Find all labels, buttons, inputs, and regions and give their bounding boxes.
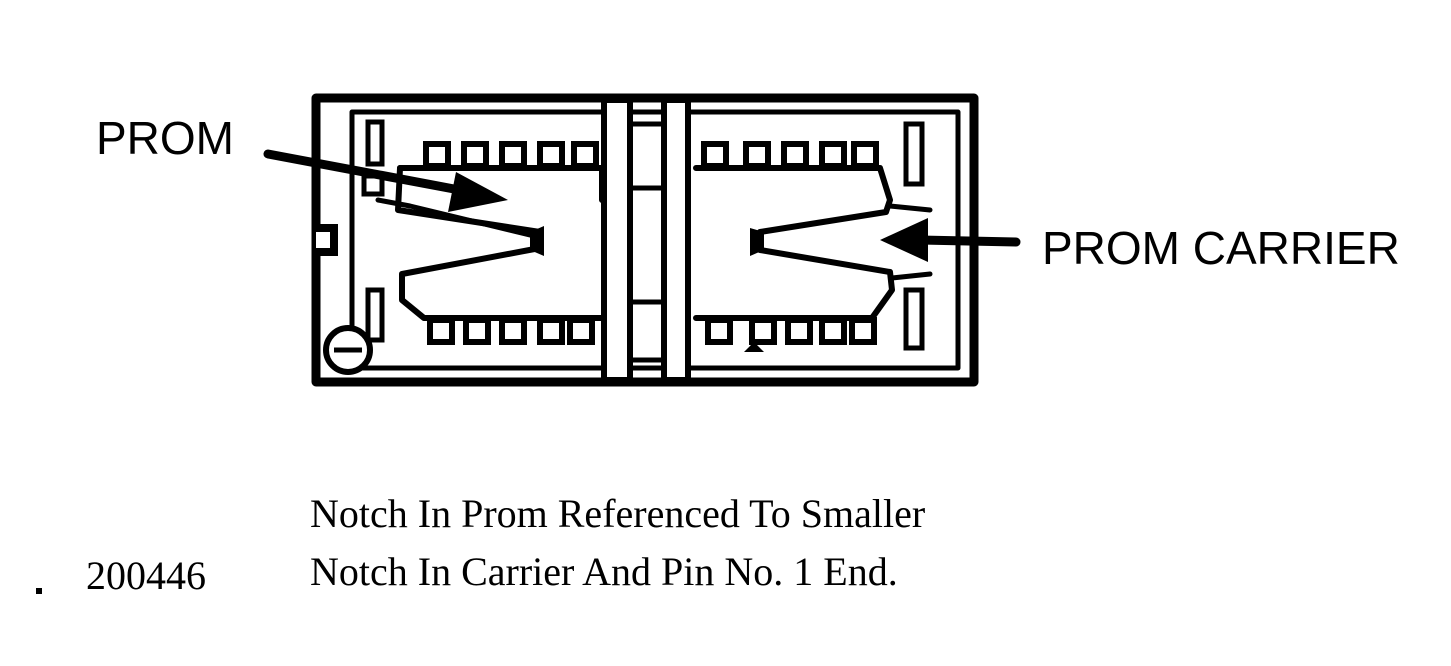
pins-top-right xyxy=(701,141,879,169)
carrier-corner-slots xyxy=(361,119,925,351)
right-clip xyxy=(693,165,933,352)
carrier-center-divider xyxy=(601,97,691,383)
stray-mark xyxy=(36,588,42,594)
prom-carrier-label: PROM CARRIER xyxy=(1042,222,1400,274)
pins-top-left xyxy=(423,141,599,169)
prom-carrier-arrow xyxy=(880,218,1021,262)
figure-number: 200446 xyxy=(86,553,206,598)
pin-one-notch-circle xyxy=(323,325,373,375)
pins-bottom-left xyxy=(427,317,595,345)
caption-line-2: Notch In Carrier And Pin No. 1 End. xyxy=(310,549,898,594)
pins-bottom-right xyxy=(705,317,877,345)
prom-label: PROM xyxy=(96,112,234,164)
caption-line-1: Notch In Prom Referenced To Smaller xyxy=(310,491,926,536)
prom-arrow xyxy=(263,149,508,212)
